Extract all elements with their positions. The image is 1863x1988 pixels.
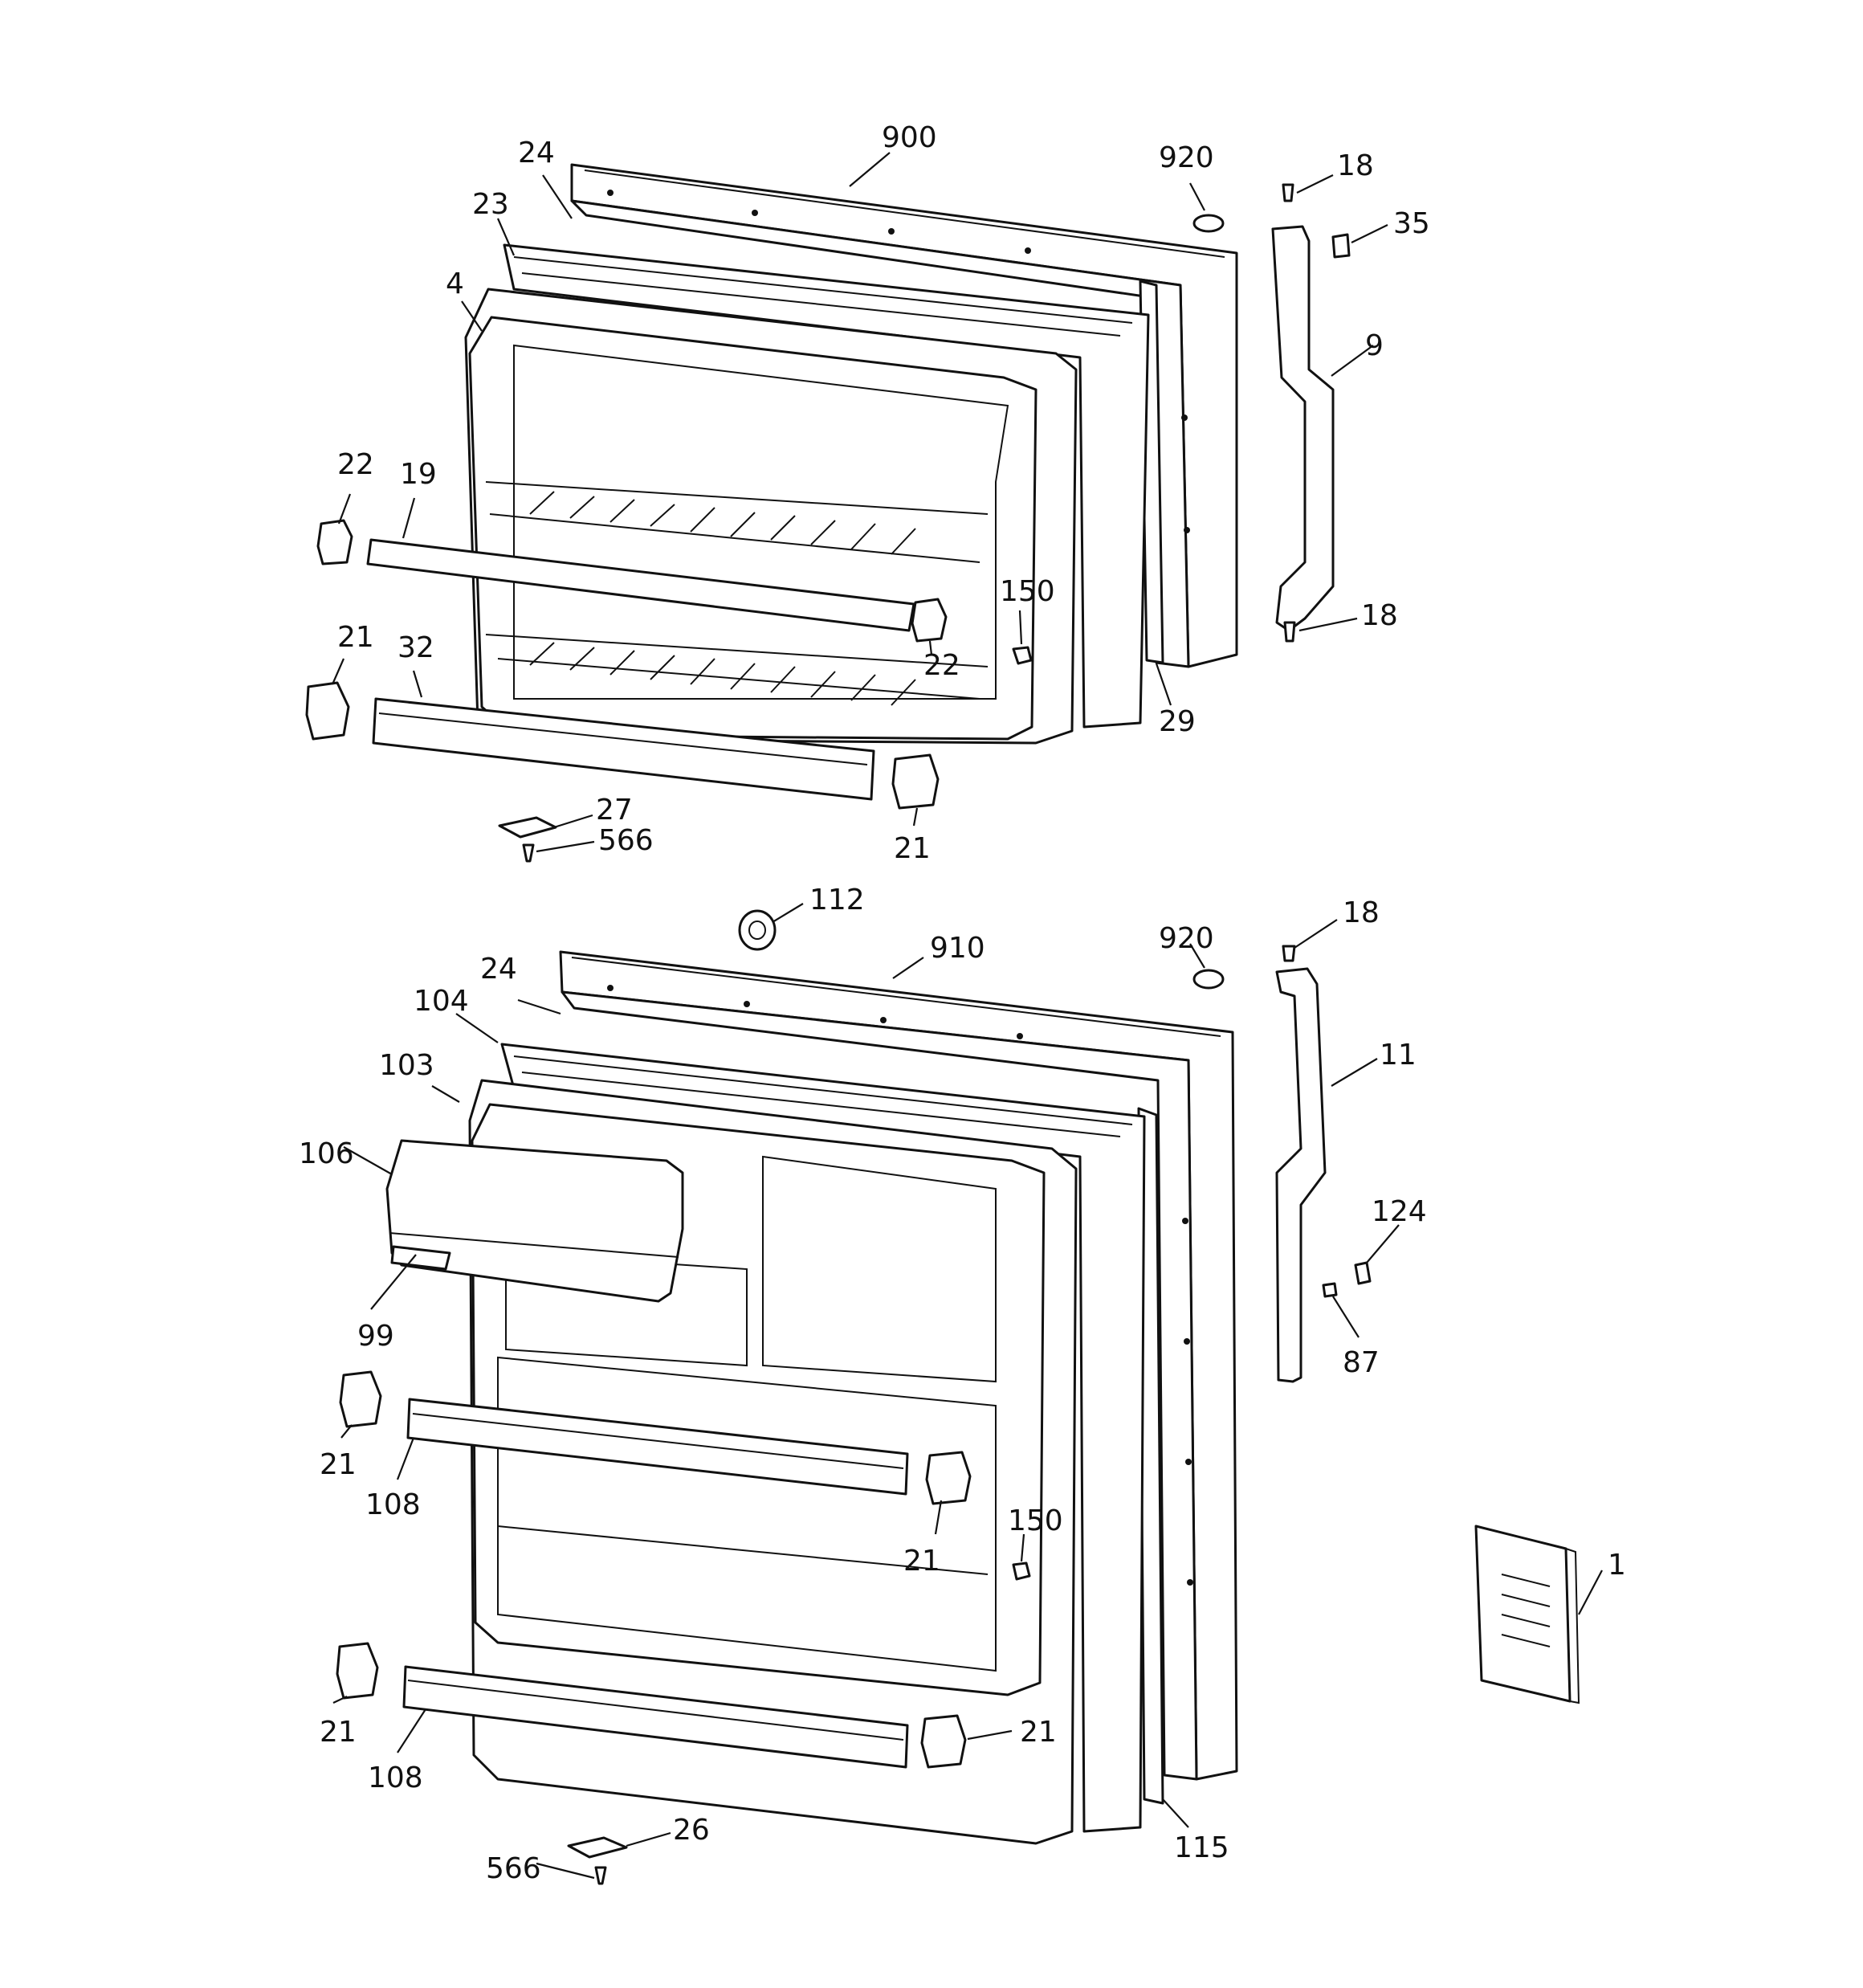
fresh-food-bracket-lower-left <box>336 1642 379 1700</box>
freezer-outer-door-panel <box>570 163 1238 668</box>
freezer-hinge-plate <box>498 816 557 839</box>
callout-21-upper-left: 21 <box>320 1448 357 1481</box>
callout-566: 566 <box>486 1852 541 1885</box>
fresh-food-screw <box>1012 1561 1031 1581</box>
callout-24: 24 <box>480 953 517 986</box>
fresh-food-handle-clip <box>1354 1261 1372 1285</box>
freezer-handle-screw-top <box>1282 183 1294 202</box>
callout-87: 87 <box>1343 1346 1380 1379</box>
freezer-bracket-left <box>305 681 350 741</box>
freezer-liner-ribs <box>489 491 980 706</box>
fresh-food-handle-screw-top <box>1282 945 1296 962</box>
callout-9: 9 <box>1365 329 1384 362</box>
freezer-leader-lines <box>331 152 1388 853</box>
freezer-liner-tub <box>468 316 1037 741</box>
callout-124: 124 <box>1372 1195 1427 1228</box>
freezer-screw <box>1012 646 1033 665</box>
freezer-plug <box>1192 214 1225 233</box>
callout-18-bottom: 18 <box>1361 599 1398 632</box>
freezer-lower-shelf-bar <box>372 697 875 801</box>
fresh-food-hinge-plate <box>567 1836 628 1859</box>
fresh-food-hinge-screw <box>594 1866 607 1885</box>
callout-108-upper: 108 <box>365 1488 421 1521</box>
callout-103: 103 <box>379 1049 434 1082</box>
fresh-food-handle-screw <box>1322 1282 1338 1298</box>
callout-18-top: 18 <box>1337 149 1374 182</box>
callout-104: 104 <box>414 985 469 1018</box>
callout-21-lower-right: 21 <box>1020 1716 1057 1749</box>
fresh-food-callouts: 112 910 920 18 24 104 103 11 106 124 99 … <box>299 884 1626 1885</box>
callout-920: 920 <box>1159 922 1214 955</box>
fresh-food-plug-920 <box>1192 969 1225 990</box>
freezer-hinge-screw <box>522 843 535 863</box>
callout-29: 29 <box>1159 705 1196 738</box>
freezer-door-handle <box>1271 225 1335 632</box>
callout-920: 920 <box>1159 141 1214 174</box>
callout-32: 32 <box>397 631 434 664</box>
callout-23: 23 <box>472 188 509 221</box>
fresh-food-door-assembly <box>336 909 1372 1885</box>
callout-112: 112 <box>809 884 865 916</box>
fresh-food-bracket-upper-left <box>339 1370 382 1428</box>
callout-22-left: 22 <box>337 448 374 481</box>
callout-150: 150 <box>1008 1504 1063 1537</box>
fresh-food-lower-shelf-bar <box>402 1665 909 1769</box>
callout-21-upper-right: 21 <box>903 1545 940 1578</box>
callout-900: 900 <box>882 121 937 154</box>
freezer-door-gasket <box>503 243 1150 729</box>
freezer-shelf-bar <box>366 538 915 632</box>
callout-11: 11 <box>1380 1039 1417 1072</box>
callout-108-lower: 108 <box>368 1761 423 1794</box>
callout-150: 150 <box>1000 575 1055 608</box>
callout-21-lower-left: 21 <box>320 1716 357 1749</box>
freezer-handle-cap <box>1331 233 1351 259</box>
callout-26: 26 <box>673 1814 710 1847</box>
fresh-food-outer-door-panel <box>559 950 1238 1781</box>
callout-21-left: 21 <box>337 621 374 654</box>
callout-22-right: 22 <box>923 649 960 682</box>
fresh-food-bracket-lower-right <box>920 1714 967 1769</box>
callout-35: 35 <box>1393 207 1430 240</box>
callout-27: 27 <box>596 794 633 827</box>
freezer-handle-screw-bottom <box>1283 621 1296 643</box>
callout-21-right: 21 <box>894 832 931 865</box>
callout-106: 106 <box>299 1137 354 1170</box>
freezer-shelf-clip-right <box>911 598 948 643</box>
fresh-food-dairy-door <box>385 1139 684 1303</box>
freezer-shelf-clip-left <box>316 519 353 565</box>
fresh-food-dairy-hinge <box>390 1245 451 1271</box>
callout-1: 1 <box>1608 1549 1626 1582</box>
callout-99: 99 <box>357 1320 394 1353</box>
callout-19: 19 <box>400 458 437 491</box>
callout-566: 566 <box>598 824 654 857</box>
freezer-bracket-right <box>891 753 940 810</box>
fresh-food-upper-shelf-bar <box>406 1398 909 1496</box>
owners-manual <box>1474 1525 1580 1704</box>
fresh-food-plug-112 <box>738 909 777 951</box>
callout-18: 18 <box>1343 896 1380 929</box>
callout-24: 24 <box>518 137 555 169</box>
callout-4: 4 <box>446 267 464 300</box>
fresh-food-door-handle <box>1275 967 1327 1383</box>
fresh-food-leader-lines <box>332 903 1603 1880</box>
callout-910: 910 <box>930 932 985 965</box>
freezer-callouts: 900 24 23 4 920 18 35 9 22 19 150 22 18 … <box>337 121 1430 865</box>
freezer-door-assembly <box>305 163 1351 863</box>
fresh-food-bracket-upper-right <box>925 1451 972 1505</box>
callout-115: 115 <box>1174 1831 1229 1864</box>
